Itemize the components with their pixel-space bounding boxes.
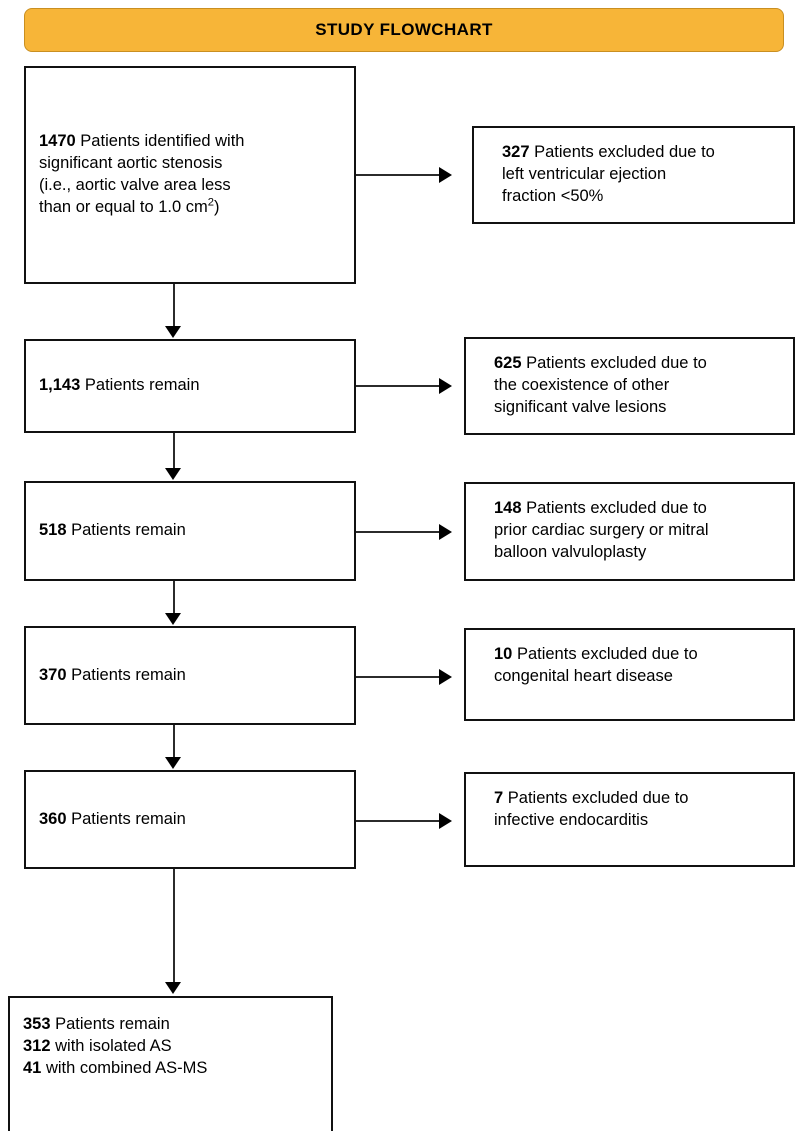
box-excl-148-text: 148 Patients excluded due to prior cardi… xyxy=(494,499,709,561)
flowchart-title: STUDY FLOWCHART xyxy=(315,20,493,39)
box-excl-148-count: 148 xyxy=(494,499,522,517)
box-excl-327-count: 327 xyxy=(502,143,530,161)
box-remain-1143-text: 1,143 Patients remain xyxy=(39,376,200,395)
box-excl-7: 7 Patients excluded due to infective end… xyxy=(464,772,795,867)
unit-superscript: 2 xyxy=(207,196,215,209)
box-remain-360-count: 360 xyxy=(39,809,67,828)
box-final: 353 Patients remain 312 with isolated AS… xyxy=(8,996,333,1131)
box-excl-327: 327 Patients excluded due to left ventri… xyxy=(472,126,795,224)
arrowhead-518-to-370 xyxy=(165,613,181,625)
box-remain-370-text: 370 Patients remain xyxy=(39,665,186,684)
connector-518-to-370 xyxy=(173,581,175,615)
box-excl-148: 148 Patients excluded due to prior cardi… xyxy=(464,482,795,581)
arrowhead-360-to-excl-7 xyxy=(439,813,452,829)
connector-identified-to-excl-327 xyxy=(356,174,441,176)
arrowhead-518-to-excl-148 xyxy=(439,524,452,540)
arrowhead-1143-to-518 xyxy=(165,468,181,480)
box-remain-518-text: 518 Patients remain xyxy=(39,521,186,540)
connector-370-to-360 xyxy=(173,725,175,759)
connector-identified-to-1143 xyxy=(173,284,175,328)
connector-360-to-final xyxy=(173,869,175,984)
connector-370-to-excl-10 xyxy=(356,676,441,678)
box-excl-625-count: 625 xyxy=(494,354,522,372)
box-remain-518-count: 518 xyxy=(39,521,67,540)
arrowhead-370-to-360 xyxy=(165,757,181,769)
box-remain-370: 370 Patients remain xyxy=(24,626,356,725)
box-identified-text: 1470 Patients identified with significan… xyxy=(39,132,245,216)
box-excl-625: 625 Patients excluded due to the coexist… xyxy=(464,337,795,435)
arrowhead-identified-to-1143 xyxy=(165,326,181,338)
flowchart-header-banner: STUDY FLOWCHART xyxy=(24,8,784,52)
box-remain-360: 360 Patients remain xyxy=(24,770,356,869)
box-excl-327-text: 327 Patients excluded due to left ventri… xyxy=(502,143,715,205)
box-final-count-isolated: 312 xyxy=(23,1036,51,1055)
box-excl-10-text: 10 Patients excluded due to congenital h… xyxy=(494,645,698,685)
box-excl-10: 10 Patients excluded due to congenital h… xyxy=(464,628,795,721)
connector-1143-to-excl-625 xyxy=(356,385,441,387)
connector-1143-to-518 xyxy=(173,433,175,470)
box-excl-7-text: 7 Patients excluded due to infective end… xyxy=(494,789,689,829)
box-final-count-combined: 41 xyxy=(23,1058,42,1077)
box-remain-1143: 1,143 Patients remain xyxy=(24,339,356,433)
box-final-count-total: 353 xyxy=(23,1015,51,1033)
box-excl-10-count: 10 xyxy=(494,645,513,663)
arrowhead-1143-to-excl-625 xyxy=(439,378,452,394)
box-excl-625-text: 625 Patients excluded due to the coexist… xyxy=(494,354,707,416)
box-remain-360-text: 360 Patients remain xyxy=(39,809,186,828)
box-identified: 1470 Patients identified with significan… xyxy=(24,66,356,284)
arrowhead-370-to-excl-10 xyxy=(439,669,452,685)
box-remain-518: 518 Patients remain xyxy=(24,481,356,581)
arrowhead-identified-to-excl-327 xyxy=(439,167,452,183)
box-remain-1143-count: 1,143 xyxy=(39,376,81,395)
box-identified-count: 1470 xyxy=(39,132,76,151)
box-remain-370-count: 370 xyxy=(39,665,67,684)
connector-518-to-excl-148 xyxy=(356,531,441,533)
arrowhead-360-to-final xyxy=(165,982,181,994)
box-excl-7-count: 7 xyxy=(494,789,504,807)
connector-360-to-excl-7 xyxy=(356,820,441,822)
box-final-text: 353 Patients remain 312 with isolated AS… xyxy=(23,1015,208,1077)
